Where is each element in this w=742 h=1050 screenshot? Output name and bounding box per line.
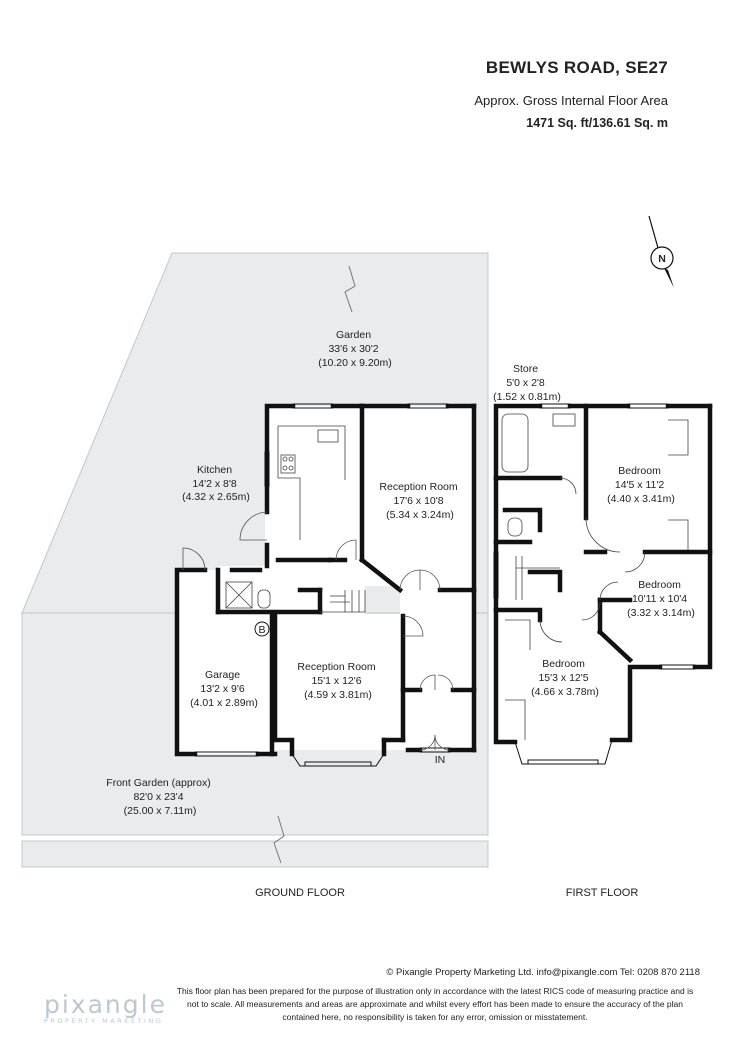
hob-icon	[282, 465, 288, 471]
window	[407, 403, 449, 409]
north-compass: N	[648, 215, 674, 288]
compass-needle	[664, 268, 674, 288]
label-reception-rear: Reception Room 17'6 x 10'8 (5.34 x 3.24m…	[379, 481, 460, 521]
first-floor-label: FIRST FLOOR	[566, 887, 639, 899]
reception-front-walls	[272, 613, 295, 757]
first-floor	[493, 403, 713, 765]
label-kitchen: Kitchen 14'2 x 8'8 (4.32 x 2.65m)	[182, 464, 250, 503]
pixangle-logo: pixangle	[44, 990, 167, 1019]
label-garden: Garden 33'6 x 30'2 (10.20 x 9.20m)	[318, 329, 392, 369]
first-floor-wall	[502, 507, 543, 533]
first-floor-outer-wall	[609, 664, 663, 743]
door-swing	[419, 569, 441, 591]
door-swing	[539, 619, 563, 643]
door-swing	[585, 517, 621, 553]
window	[527, 759, 599, 765]
first-floor-outer-wall	[493, 403, 543, 745]
door-swing	[239, 511, 268, 541]
door-swing	[419, 674, 436, 691]
reception-rear-room	[362, 406, 473, 586]
property-title: BEWLYS ROAD, SE27	[485, 58, 668, 77]
hob-icon	[282, 456, 288, 462]
hob-icon	[288, 456, 294, 462]
ground-floor: B IN	[174, 403, 477, 767]
door-swing	[437, 674, 454, 691]
area-value: 1471 Sq. ft/136.61 Sq. m	[526, 116, 668, 130]
label-front-garden: Front Garden (approx) 82'0 x 23'4 (25.00…	[106, 777, 213, 817]
door-swing	[434, 734, 451, 751]
area-label: Approx. Gross Internal Floor Area	[474, 93, 668, 108]
door-swing	[402, 615, 424, 637]
boiler-icon	[254, 621, 270, 637]
bay-window	[291, 753, 385, 767]
ground-floor-label: GROUND FLOOR	[255, 887, 345, 899]
window	[292, 403, 334, 409]
kitchen-counter	[277, 426, 301, 540]
first-floor-outer-wall	[692, 403, 713, 670]
label-bedroom-3: Bedroom 15'3 x 12'5 (4.66 x 3.78m)	[531, 658, 599, 698]
garage-walls	[174, 567, 208, 757]
pavement-strip	[21, 840, 489, 868]
reception-front-room	[275, 614, 403, 750]
kitchen-counter	[278, 425, 346, 480]
window	[659, 664, 696, 670]
window	[194, 751, 259, 757]
disclaimer: This floor plan has been prepared for th…	[176, 986, 694, 1022]
door-swing	[581, 601, 601, 621]
wardrobe-icon	[668, 419, 689, 456]
first-floor-interior	[496, 406, 710, 750]
break-mark	[273, 265, 356, 864]
wardrobe-icon	[505, 619, 531, 650]
contact-line: © Pixangle Property Marketing Ltd. info@…	[386, 967, 700, 978]
pixangle-logo-sub: PROPERTY MARKETING	[44, 1017, 164, 1025]
wardrobe-icon	[668, 519, 689, 550]
wc-icon	[257, 589, 271, 609]
boiler-marker: B	[258, 624, 265, 636]
stairs	[320, 590, 366, 613]
compass-circle	[650, 246, 674, 270]
garage-room	[175, 570, 275, 754]
label-reception-front: Reception Room 15'1 x 12'6 (4.59 x 3.81m…	[297, 661, 378, 701]
door-swing	[182, 547, 206, 571]
hall-room	[400, 586, 473, 750]
shower-tray-icon	[225, 581, 253, 609]
hob-icon	[288, 465, 294, 471]
reception-wall	[358, 556, 404, 594]
window	[539, 403, 571, 409]
door-swing	[624, 551, 646, 573]
label-bedroom-1: Bedroom 14'5 x 11'2 (4.40 x 3.41m)	[607, 465, 675, 505]
bath-icon	[501, 413, 529, 473]
window	[264, 451, 270, 487]
compass-letter: N	[658, 253, 666, 265]
wc-icon	[507, 517, 523, 537]
door-swing	[335, 539, 357, 561]
label-bedroom-2: Bedroom 10'11 x 10'4 (3.32 x 3.14m)	[627, 579, 695, 619]
kitchen-room	[265, 406, 362, 566]
first-floor-wall	[527, 569, 563, 593]
kitchen-walls	[264, 403, 296, 515]
entrance-marker: IN	[435, 754, 446, 766]
door-swing	[399, 569, 421, 591]
window	[627, 403, 669, 409]
label-garage: Garage 13'2 x 9'6 (4.01 x 2.89m)	[190, 669, 258, 709]
door-swing	[599, 581, 619, 601]
first-floor-wall	[596, 628, 634, 664]
sink-icon	[317, 429, 339, 443]
label-store: Store 5'0 x 2'8 (1.52 x 0.81m)	[493, 363, 561, 403]
shower-tray-icon	[225, 581, 253, 609]
window	[493, 551, 499, 599]
hob-icon	[280, 454, 296, 474]
first-floor-wall	[493, 607, 543, 623]
wardrobe-icon	[505, 699, 526, 740]
compass-needle	[648, 215, 659, 249]
door-swing	[559, 477, 577, 495]
basin-icon	[552, 413, 576, 427]
